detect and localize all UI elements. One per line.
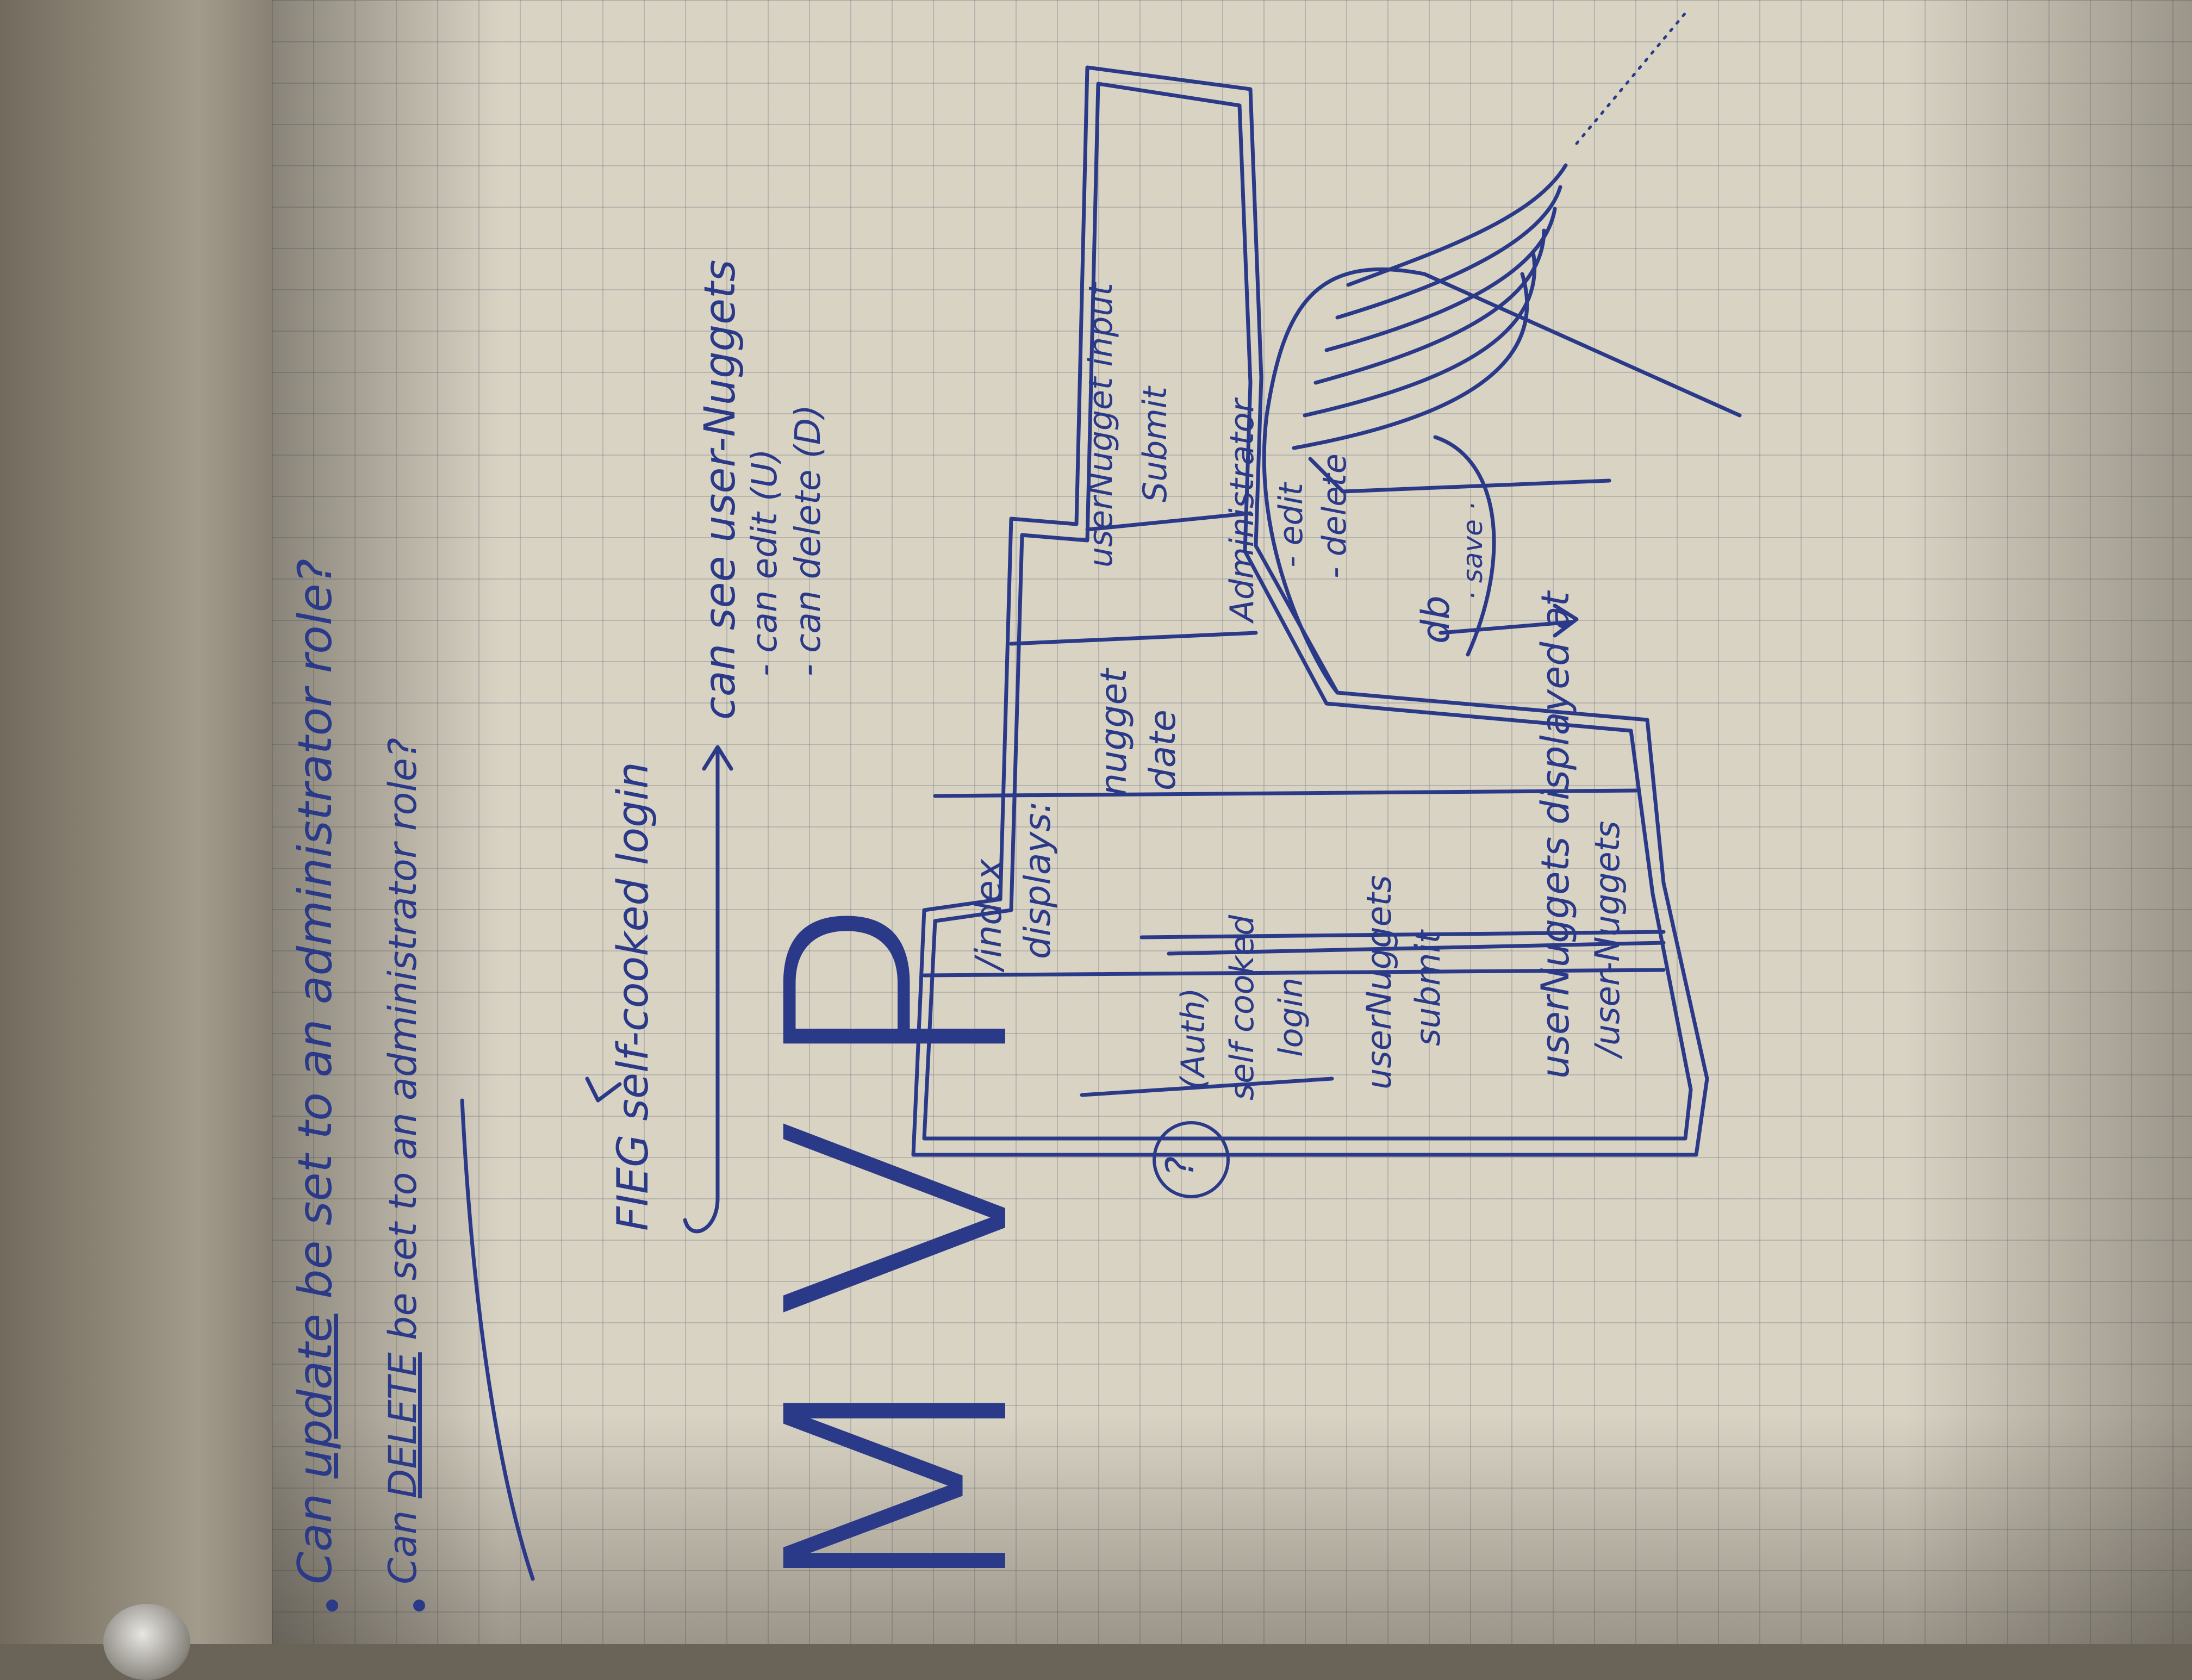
page-shading (272, 0, 2192, 1644)
grid-page (272, 0, 2192, 1644)
question-mark-icon: ? (1158, 1156, 1203, 1177)
administrator-label: Administrator (1223, 399, 1261, 622)
index-nugget-label: nugget (1093, 669, 1135, 796)
user-nugget-submit-label: Submit (1136, 387, 1174, 502)
diagram-outline (460, 11, 1742, 1581)
db-label: db (1413, 595, 1458, 644)
handwriting-layer: Can update be set to an administrator ro… (288, 11, 1742, 1617)
user-nuggets-submit-label: submit (1408, 930, 1448, 1046)
auth-label: (Auth) (1174, 987, 1212, 1090)
index-displays-label: displays: (1017, 801, 1058, 959)
administrator-delete-label: - delete (1316, 453, 1354, 578)
index-date-label: date (1142, 710, 1184, 791)
facing-page (0, 0, 283, 1644)
administrator-edit-label: - edit (1272, 483, 1310, 568)
auth-self-cooked-label: self cooked (1223, 914, 1261, 1100)
index-route-label: /index (968, 859, 1010, 970)
user-nuggets-route-label: /user-Nuggets (1587, 820, 1627, 1057)
user-nuggets-label: userNuggets (1359, 875, 1399, 1090)
save-note: · save · (1457, 502, 1489, 600)
user-nuggets-displayed-label: userNuggets displayed at (1533, 591, 1578, 1079)
auth-login-label: login (1272, 977, 1310, 1057)
user-nugget-input-label: userNugget input (1082, 283, 1120, 568)
